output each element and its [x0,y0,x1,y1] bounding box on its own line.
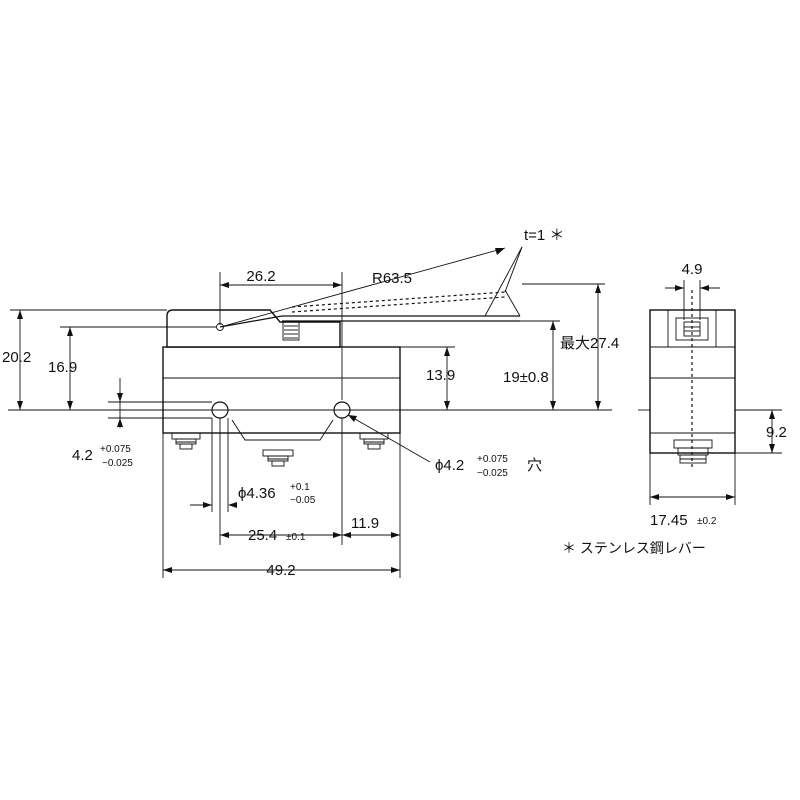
thickness-label: t=1 ＊ [524,227,564,244]
height-total-label: 20.2 [2,349,31,366]
pitch-label: 25.4 [248,527,277,544]
pin-dia-tol-lower: −0.05 [290,495,316,506]
right-offset-label: 11.9 [351,515,379,532]
terminal-center [262,449,294,467]
mount-hole-dia-tol-upper: +0.075 [100,444,131,455]
pin-dia-tol-upper: +0.1 [290,482,310,493]
hole-dia-tol-upper: +0.075 [477,454,508,465]
hole-dia-tol-lower: −0.025 [477,468,508,479]
side-height-label: 9.2 [766,424,787,441]
footnote: ＊ ステンレス鋼レバー [562,540,706,556]
radius-label: R63.5 [372,270,412,287]
switch-body [162,346,401,434]
terminal-right [359,432,389,450]
side-width-label: 17.45 [650,512,688,529]
hole-dia-label: ϕ4.2 [435,457,464,474]
height-pivot-label: 16.9 [48,359,77,376]
front-dimensions [8,246,612,573]
side-width-top-label: 4.9 [682,261,703,278]
plunger [282,321,300,341]
lever [219,315,283,328]
hole-dia-suffix: 穴 [527,457,542,474]
side-dimensions [638,280,782,505]
side-view [649,290,736,470]
side-width-tol-label: ±0.2 [697,516,717,527]
mount-hole-dia-tol-lower: −0.025 [102,458,133,469]
height-body-label: 13.9 [426,367,455,384]
mount-hole-dia-label: 4.2 [72,447,93,464]
pin-dia-label: ϕ4.36 [238,485,276,502]
lever-offset-label: 26.2 [246,268,275,285]
length-total-label: 49.2 [266,562,295,579]
labels: t=1 ＊ R63.5 26.2 20.2 16.9 13.9 最大27.4 1… [2,227,787,579]
operating-position-label: 19±0.8 [503,369,549,386]
terminal-left [171,432,201,450]
pitch-tol-label: ±0.1 [286,532,306,543]
max-height-label: 最大27.4 [560,335,619,352]
